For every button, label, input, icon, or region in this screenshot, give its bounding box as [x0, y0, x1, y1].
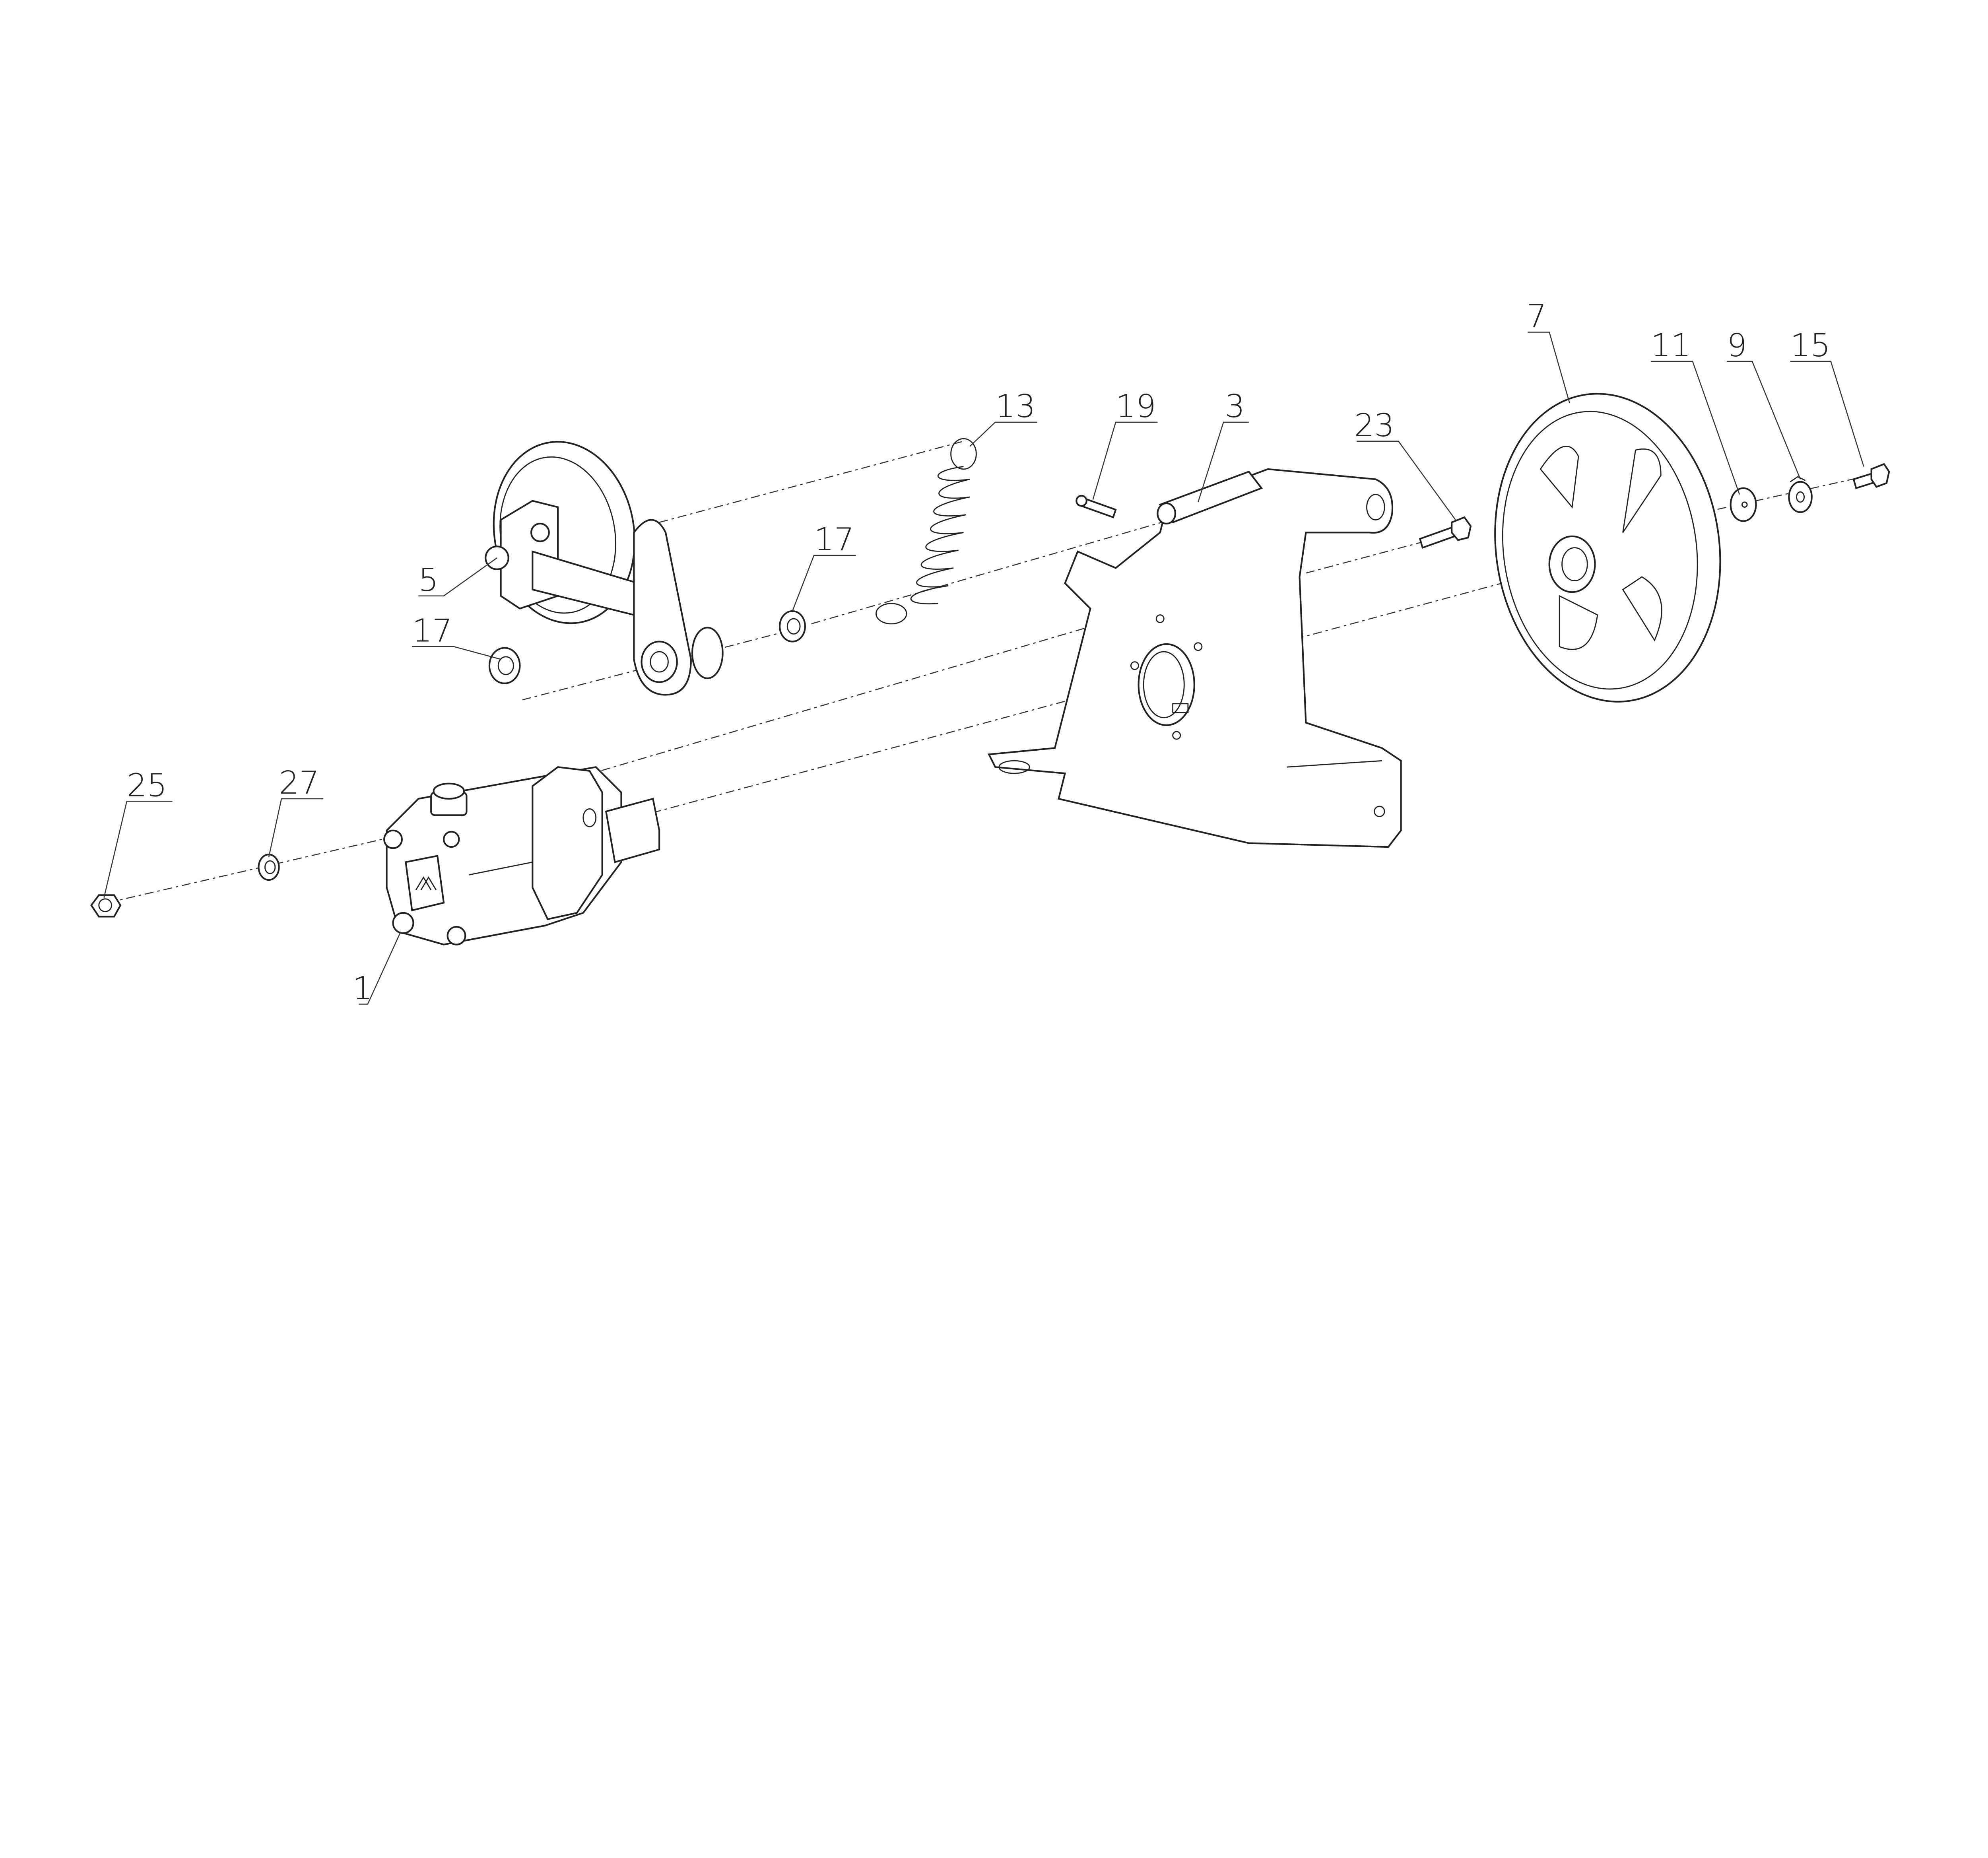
part-9-tab-washer[interactable] — [1788, 476, 1813, 513]
callout-23: 23 — [1354, 407, 1456, 520]
part-15-bolt[interactable] — [1852, 463, 1890, 489]
label-1: 1 — [352, 970, 373, 1007]
part-27-washer[interactable] — [258, 854, 280, 881]
callout-27: 27 — [268, 764, 324, 857]
callout-3: 3 — [1198, 388, 1249, 503]
label-17-left: 17 — [412, 612, 452, 649]
label-15: 15 — [1790, 327, 1831, 364]
callout-19: 19 — [1092, 388, 1158, 500]
part-5-idler-pulley[interactable] — [480, 431, 724, 696]
part-11-lock-washer[interactable] — [1730, 487, 1757, 522]
label-11: 11 — [1651, 327, 1691, 364]
label-17-right: 17 — [814, 521, 854, 558]
label-7: 7 — [1526, 298, 1547, 335]
part-23-bolt[interactable] — [1419, 516, 1472, 549]
label-3: 3 — [1225, 388, 1245, 425]
label-27: 27 — [279, 764, 319, 801]
part-19-pin[interactable] — [1076, 495, 1117, 518]
callout-13: 13 — [969, 388, 1037, 447]
callout-15: 15 — [1790, 327, 1864, 467]
callout-17-left: 17 — [412, 612, 501, 660]
part-13-spring[interactable] — [876, 438, 977, 625]
callout-25: 25 — [103, 767, 173, 898]
part-17-washer-left[interactable] — [488, 647, 521, 684]
label-5: 5 — [418, 561, 439, 598]
callout-5: 5 — [418, 557, 497, 598]
callout-1: 1 — [352, 932, 401, 1007]
label-25: 25 — [127, 767, 167, 804]
label-23: 23 — [1354, 407, 1394, 444]
part-7-pulley[interactable] — [1475, 379, 1740, 716]
part-1-hydraulic-motor[interactable] — [383, 766, 660, 946]
callout-9: 9 — [1727, 327, 1801, 480]
label-9: 9 — [1727, 327, 1747, 364]
part-17-washer-right[interactable] — [779, 610, 806, 643]
exploded-parts-diagram: 25 27 1 5 17 17 13 19 3 23 7 11 — [90, 298, 1890, 1007]
part-25-nut[interactable] — [90, 894, 122, 918]
label-13: 13 — [995, 388, 1035, 425]
callout-11: 11 — [1651, 327, 1740, 495]
part-3-bracket[interactable] — [988, 468, 1402, 848]
callout-7: 7 — [1526, 298, 1570, 404]
callout-17-right: 17 — [792, 521, 856, 612]
label-19: 19 — [1116, 388, 1156, 425]
